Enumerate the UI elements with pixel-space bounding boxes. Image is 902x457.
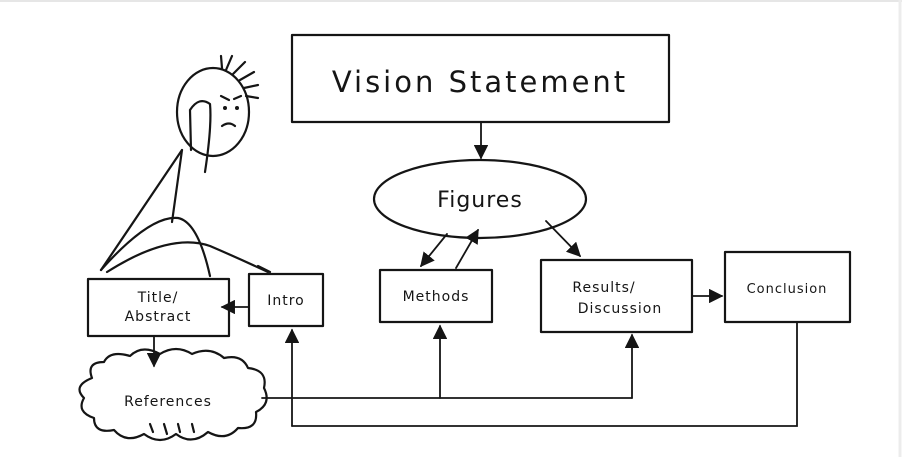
- stick-figure: [99, 54, 272, 278]
- figure-eye-right: [235, 106, 239, 110]
- results-discussion-box: [539, 258, 694, 334]
- figures-label: Figures: [437, 188, 523, 213]
- results-discussion-label-line1: Results/: [572, 280, 635, 296]
- arrow-figures-to-methods: [420, 233, 448, 268]
- vision-statement-box: [290, 33, 671, 124]
- title-abstract-label-line2: Abstract: [125, 309, 192, 325]
- results-discussion-node: Results/ Discussion: [539, 258, 694, 334]
- title-abstract-box: [86, 277, 231, 338]
- intro-node: Intro: [247, 272, 325, 328]
- arrow-figures-to-results: [545, 220, 582, 258]
- figures-node: Figures: [372, 158, 588, 240]
- figure-back: [170, 148, 184, 224]
- references-node: References: [78, 347, 268, 442]
- figure-eyebrows: [219, 94, 243, 102]
- conclusion-box: [723, 250, 852, 324]
- conclusion-node: Conclusion: [723, 250, 852, 324]
- results-discussion-label-line2: Discussion: [578, 301, 662, 317]
- arrow-methods-to-figures: [455, 228, 479, 269]
- title-abstract-label-line1: Title/: [137, 290, 179, 306]
- figure-head: [175, 66, 251, 158]
- title-abstract-node: Title/ Abstract: [86, 277, 231, 338]
- figures-ellipse: [372, 158, 588, 240]
- line-conclusion-loop: [291, 321, 798, 427]
- connectors: [146, 121, 798, 427]
- conclusion-label: Conclusion: [747, 282, 828, 297]
- figure-leg-front: [99, 216, 212, 278]
- methods-box: [378, 268, 494, 324]
- references-cloud-tufts: [148, 422, 196, 436]
- figure-arm: [188, 100, 212, 174]
- intro-box: [247, 272, 325, 328]
- figure-leg-back: [105, 241, 272, 274]
- figure-hair: [219, 54, 260, 100]
- intro-label: Intro: [267, 293, 305, 309]
- figure-body: [99, 148, 184, 272]
- vision-statement-label: Vision Statement: [332, 65, 628, 99]
- methods-label: Methods: [403, 289, 470, 305]
- references-cloud: [78, 347, 268, 442]
- figure-mouth: [220, 122, 237, 128]
- vision-statement-node: Vision Statement: [290, 33, 671, 124]
- figure-eye-left: [223, 106, 227, 110]
- references-label: References: [124, 394, 212, 410]
- methods-node: Methods: [378, 268, 494, 324]
